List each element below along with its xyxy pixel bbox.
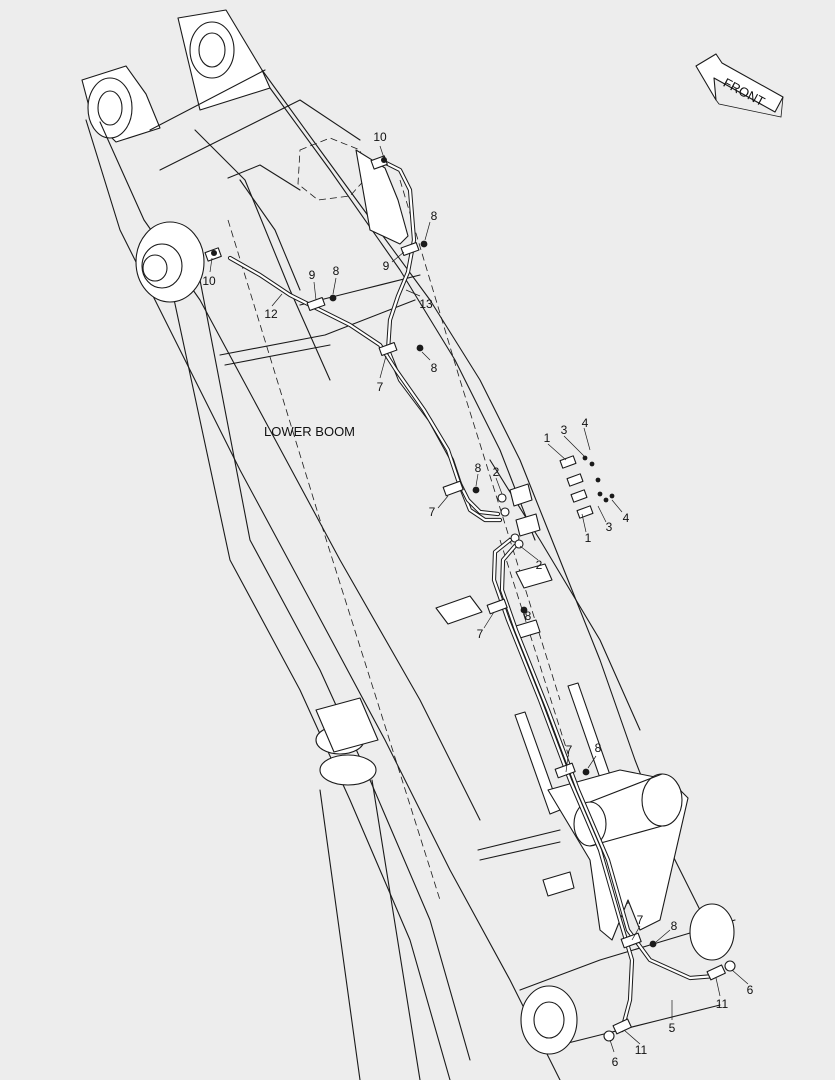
callout: 6 <box>612 1055 619 1069</box>
callout: 8 <box>671 919 678 933</box>
leader-lines <box>209 145 749 1053</box>
callout: 13 <box>419 297 433 311</box>
callout: 1 <box>585 531 592 545</box>
callout: 1 <box>544 431 551 445</box>
callout: 8 <box>333 264 340 278</box>
callout: 10 <box>202 274 216 288</box>
callout: 3 <box>561 423 568 437</box>
callout: 3 <box>606 520 613 534</box>
boom-cylinder <box>135 221 471 1080</box>
callout: 7 <box>377 380 384 394</box>
callout: 7 <box>477 627 484 641</box>
callout: 7 <box>637 913 644 927</box>
callout: 8 <box>595 741 602 755</box>
callout: 4 <box>582 416 589 430</box>
callout: 9 <box>309 268 316 282</box>
callout: 8 <box>431 209 438 223</box>
callout: 10 <box>373 130 387 144</box>
callout: 7 <box>566 743 573 757</box>
callout: 2 <box>536 558 543 572</box>
callout: 5 <box>669 1021 676 1035</box>
callout: 7 <box>429 505 436 519</box>
fittings <box>204 155 736 1042</box>
callout-labels: 10 8 9 10 9 8 12 13 8 7 1 3 4 8 2 7 4 3 … <box>202 130 753 1069</box>
callout: 8 <box>431 361 438 375</box>
callout: 8 <box>525 609 532 623</box>
callout: 12 <box>264 307 278 321</box>
bracket-upper <box>297 137 409 245</box>
callout: 6 <box>747 983 754 997</box>
callout: 9 <box>383 259 390 273</box>
callout: 11 <box>716 997 729 1011</box>
callout: 4 <box>623 511 630 525</box>
front-arrow: FRONT <box>695 53 784 118</box>
callout: 8 <box>475 461 482 475</box>
component-label: LOWER BOOM <box>264 424 355 439</box>
callout: 11 <box>635 1043 648 1057</box>
callout: 2 <box>493 465 500 479</box>
